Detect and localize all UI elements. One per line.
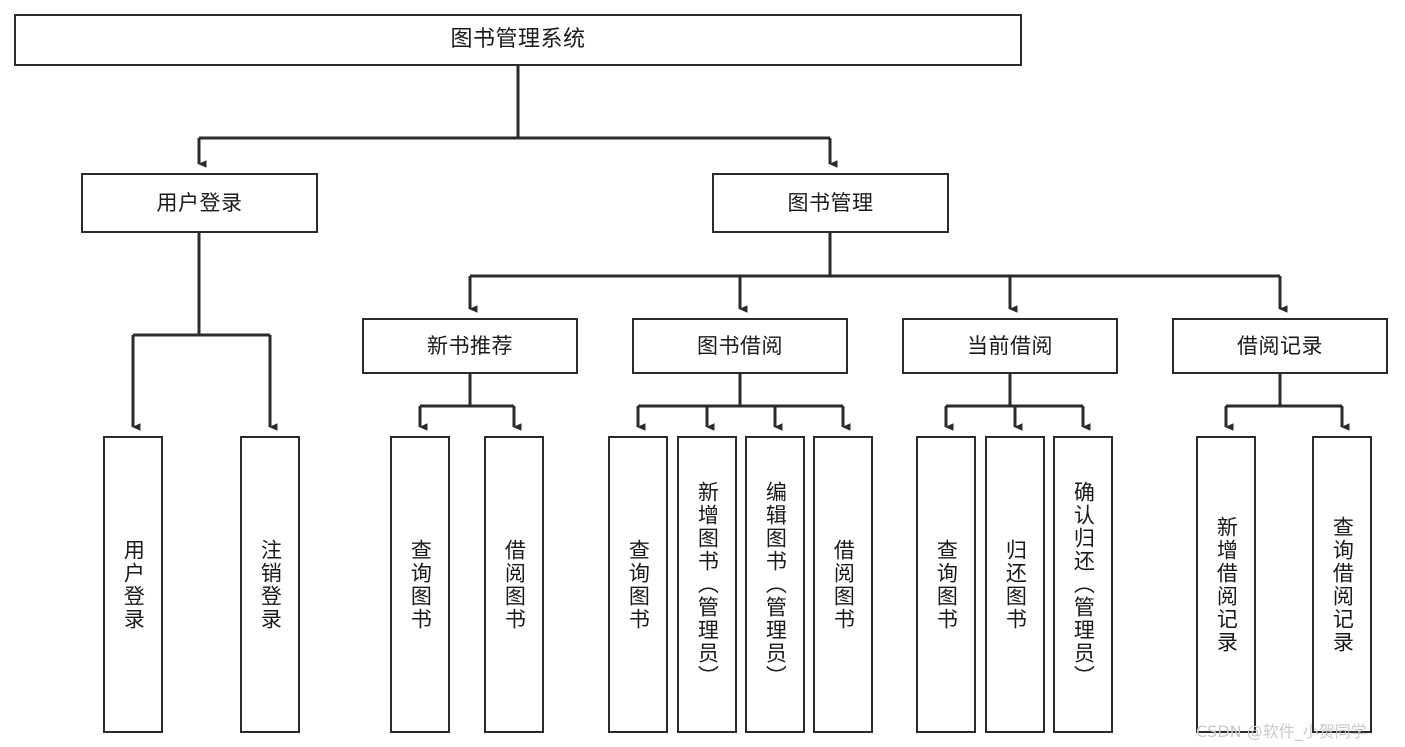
node-leaf-query-borrow-record[interactable]: 查询借阅记录: [1312, 436, 1372, 733]
node-label-leaf-query-borrow-record: 查询借阅记录: [1330, 515, 1355, 654]
node-book-borrow[interactable]: 图书借阅: [632, 318, 848, 374]
node-label-book-borrow: 图书借阅: [697, 333, 783, 358]
node-label-leaf-add-borrow-record: 新增借阅记录: [1214, 515, 1239, 654]
node-leaf-return-book[interactable]: 归还图书: [985, 436, 1045, 733]
node-label-user-login: 用户登录: [156, 190, 243, 215]
node-leaf-user-login[interactable]: 用户登录: [103, 436, 163, 733]
node-leaf-query-book-current[interactable]: 查询图书: [916, 436, 976, 733]
node-label-leaf-query-book-borrow: 查询图书: [626, 538, 651, 631]
node-label-leaf-borrow-book-recommend: 借阅图书: [502, 538, 527, 631]
node-current-borrow[interactable]: 当前借阅: [902, 318, 1118, 374]
node-label-leaf-query-book-recommend: 查询图书: [408, 538, 433, 631]
node-label-new-book-recommend: 新书推荐: [427, 333, 513, 358]
node-leaf-confirm-return-admin[interactable]: 确认归还（管理员）: [1053, 436, 1113, 733]
node-label-borrow-record: 借阅记录: [1237, 333, 1323, 358]
node-new-book-recommend[interactable]: 新书推荐: [362, 318, 578, 374]
node-book-management[interactable]: 图书管理: [712, 173, 949, 233]
node-leaf-query-book-recommend[interactable]: 查询图书: [390, 436, 450, 733]
node-label-leaf-add-book-admin: 新增图书（管理员）: [695, 481, 720, 688]
node-leaf-query-book-borrow[interactable]: 查询图书: [608, 436, 668, 733]
node-label-leaf-logout-login: 注销登录: [258, 538, 283, 631]
node-label-root: 图书管理系统: [450, 27, 586, 53]
node-leaf-borrow-book-recommend[interactable]: 借阅图书: [484, 436, 544, 733]
node-label-leaf-user-login: 用户登录: [121, 538, 146, 631]
node-label-leaf-query-book-current: 查询图书: [934, 538, 959, 631]
node-leaf-edit-book-admin[interactable]: 编辑图书（管理员）: [745, 436, 805, 733]
node-leaf-logout-login[interactable]: 注销登录: [240, 436, 300, 733]
node-leaf-add-book-admin[interactable]: 新增图书（管理员）: [677, 436, 737, 733]
node-label-leaf-confirm-return-admin: 确认归还（管理员）: [1071, 481, 1096, 688]
connector-group: [131, 66, 1350, 431]
node-root[interactable]: 图书管理系统: [14, 14, 1022, 66]
node-label-leaf-borrow-book: 借阅图书: [831, 538, 856, 631]
node-label-leaf-edit-book-admin: 编辑图书（管理员）: [763, 481, 788, 688]
node-user-login[interactable]: 用户登录: [81, 173, 318, 233]
node-label-current-borrow: 当前借阅: [967, 333, 1053, 358]
node-leaf-borrow-book[interactable]: 借阅图书: [813, 436, 873, 733]
node-leaf-add-borrow-record[interactable]: 新增借阅记录: [1196, 436, 1256, 733]
node-label-book-management: 图书管理: [787, 190, 874, 215]
node-label-leaf-return-book: 归还图书: [1003, 538, 1028, 631]
node-borrow-record[interactable]: 借阅记录: [1172, 318, 1388, 374]
